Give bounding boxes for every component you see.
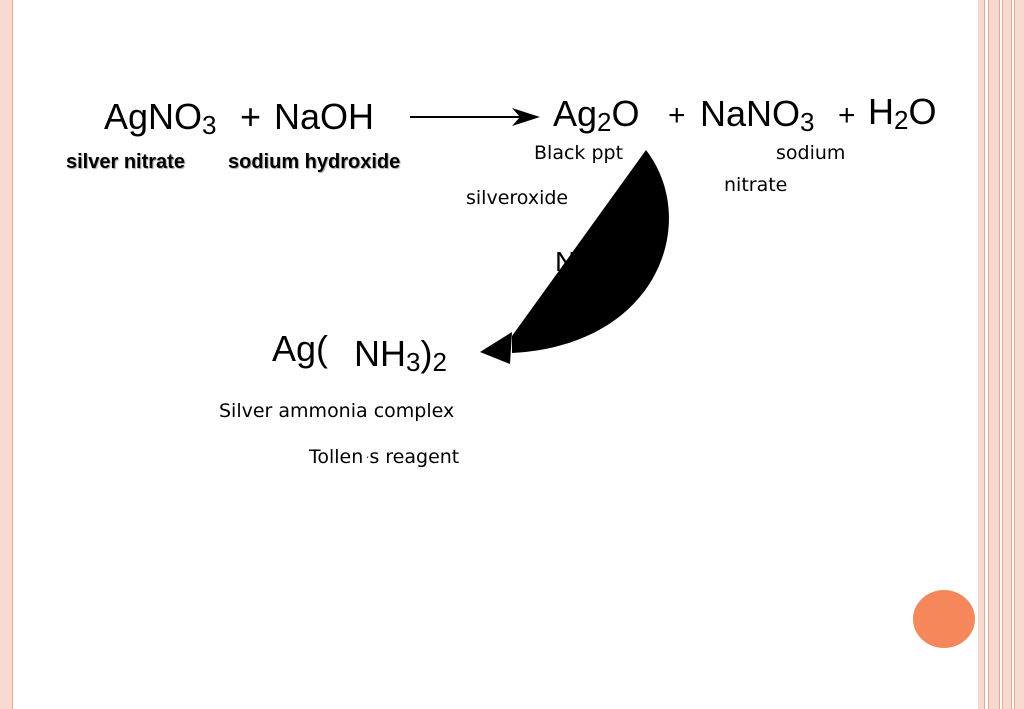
label-silveroxide: silveroxide xyxy=(466,187,569,209)
plus-sign-2: + xyxy=(668,99,686,132)
label-silver-nitrate: silver nitrate xyxy=(66,151,185,173)
forward-arrow-head xyxy=(512,108,540,126)
label-black-ppt: Black ppt xyxy=(534,142,624,164)
curved-arrow-head xyxy=(480,332,512,364)
curved-arrow-body xyxy=(512,150,669,353)
complex-prefix: Ag( xyxy=(272,328,329,369)
label-sodium: sodium xyxy=(776,142,846,164)
label-silver-ammonia-complex: Silver ammonia complex xyxy=(219,400,455,422)
plus-sign-1: + xyxy=(240,96,262,137)
product-water-formula: H2O xyxy=(868,91,937,136)
right-border-stripes xyxy=(978,0,1024,709)
product-silver-oxide-formula: Ag2O xyxy=(553,93,640,138)
plus-sign-3: + xyxy=(838,99,856,132)
label-sodium-hydroxide: sodium hydroxide xyxy=(228,151,401,173)
complex-ligand-formula: NH3)2 xyxy=(354,333,447,378)
product-sodium-nitrate-formula: NaNO3 xyxy=(700,93,815,138)
label-nitrate: nitrate xyxy=(724,174,788,196)
accent-circle xyxy=(913,590,975,648)
reactant-sodium-hydroxide-formula: NaOH xyxy=(274,96,375,137)
label-hidden-fragment: N xyxy=(555,246,576,277)
left-border-stripe xyxy=(0,0,13,709)
reactant-silver-nitrate-formula: AgNO3 xyxy=(104,96,217,141)
label-tollens-reagent: Tollen ̒s reagent xyxy=(309,446,460,468)
